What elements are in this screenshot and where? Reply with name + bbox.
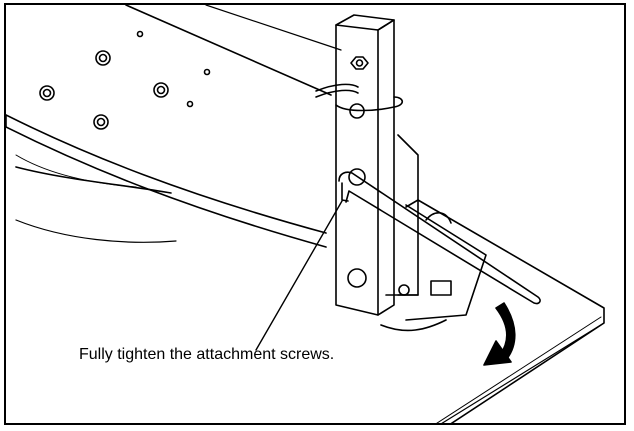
mounting-bracket	[385, 134, 487, 321]
leader-line	[255, 200, 343, 351]
hex-nut-icon	[350, 56, 369, 70]
top-plate	[6, 5, 342, 248]
rotation-arrow-icon	[483, 302, 516, 366]
right-platform	[380, 199, 605, 423]
screw-icon	[39, 30, 211, 130]
hex-key-icon	[338, 171, 541, 305]
caption-text: Fully tighten the attachment screws.	[79, 346, 335, 363]
base-plate	[15, 154, 177, 243]
assembly-illustration	[6, 5, 605, 423]
illustration-frame: Fully tighten the attachment screws.	[4, 3, 626, 425]
wire-loop	[315, 83, 404, 112]
vertical-post	[335, 14, 410, 316]
